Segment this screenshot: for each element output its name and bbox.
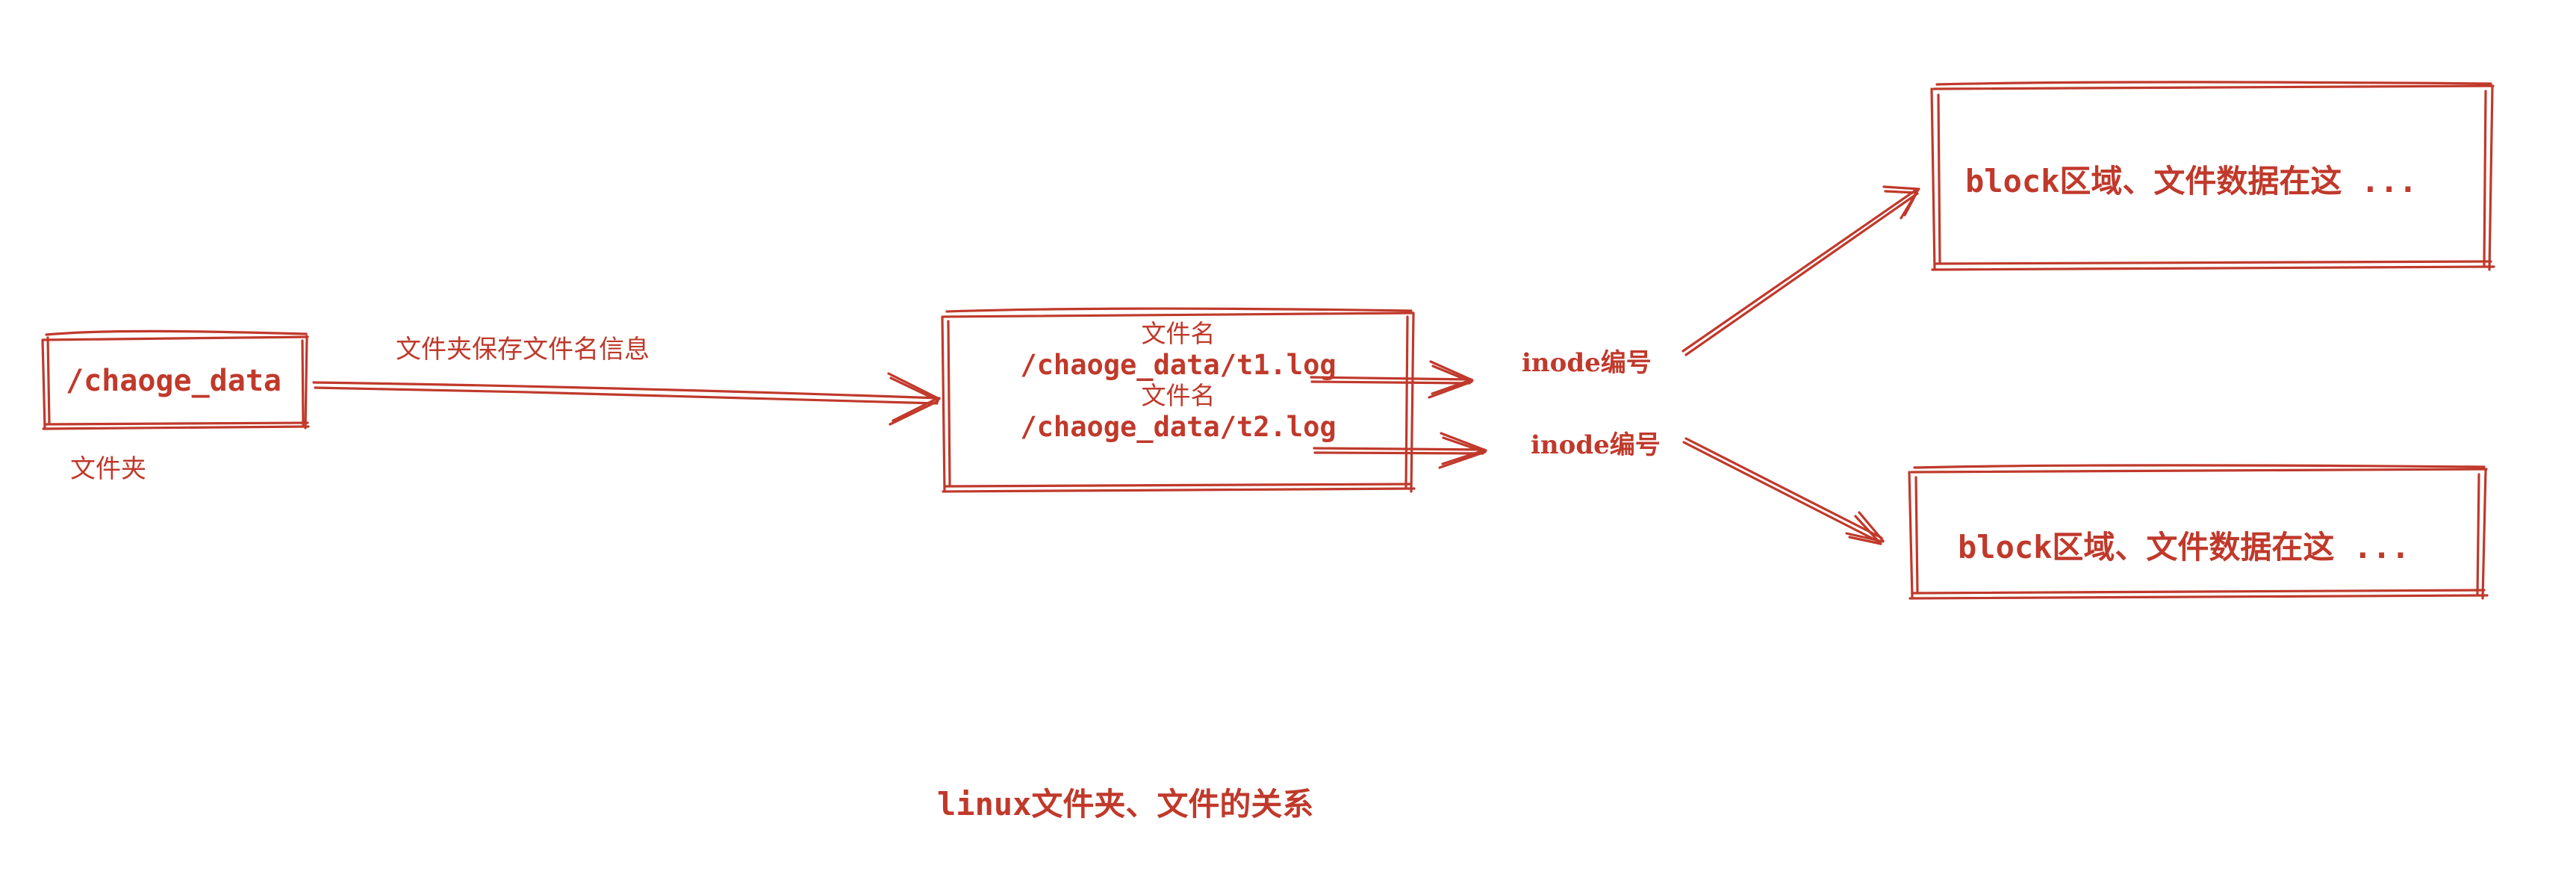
arrow-inode1-to-block1 — [1681, 185, 1920, 356]
directory-table-entries: 文件名 /chaoge_data/t1.log 文件名 /chaoge_data… — [1020, 319, 1337, 443]
dir-entry-1-title: 文件名 — [1141, 319, 1216, 348]
inode-label-1: inode编号 — [1522, 348, 1652, 378]
dir-entry-2-path: /chaoge_data/t2.log — [1020, 410, 1337, 443]
arrow-folder-to-dirtable — [312, 372, 941, 426]
arrow-inode2-to-block2 — [1682, 437, 1885, 545]
dir-entry-1-path: /chaoge_data/t1.log — [1020, 348, 1337, 381]
inode-label-2: inode编号 — [1531, 430, 1661, 460]
dir-entry-2-title: 文件名 — [1141, 380, 1216, 410]
block-region-label-2: block区域、文件数据在这 ... — [1958, 529, 2410, 565]
folder-node-label: /chaoge_data — [66, 364, 281, 398]
block-region-label-1: block区域、文件数据在这 ... — [1965, 163, 2418, 199]
diagram-title: linux文件夹、文件的关系 — [937, 786, 1314, 822]
arrow-t2-to-inode2 — [1313, 432, 1487, 469]
edge-label-folder-to-dirtable: 文件夹保存文件名信息 — [396, 335, 650, 365]
folder-node-caption: 文件夹 — [70, 454, 146, 484]
